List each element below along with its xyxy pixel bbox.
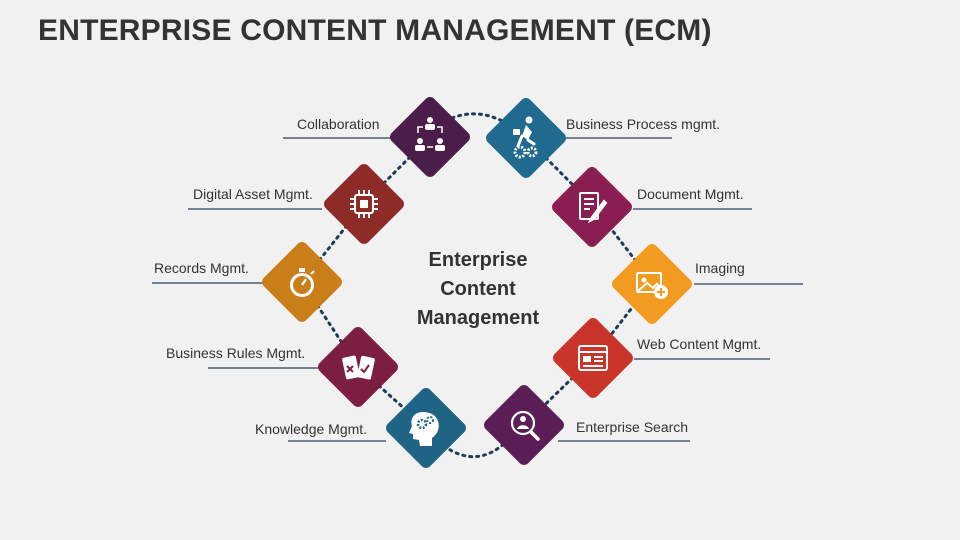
label-business-rules: Business Rules Mgmt. [166, 345, 306, 361]
document-node [552, 167, 632, 247]
label-web-content: Web Content Mgmt. [637, 336, 762, 352]
label-imaging: Imaging [695, 260, 745, 276]
person-gears-icon [513, 116, 538, 159]
chip-icon [350, 190, 378, 218]
stopwatch-icon [290, 268, 315, 297]
business-rules-node [318, 327, 398, 407]
label-business-process: Business Process mgmt. [566, 116, 721, 132]
center-line-1: Enterprise [428, 249, 528, 271]
center-line-3: Management [416, 307, 540, 329]
image-add-icon [636, 272, 668, 299]
business-process-node [486, 98, 566, 178]
web-content-node [553, 318, 633, 398]
imaging-node [612, 244, 692, 324]
knowledge-node [386, 388, 466, 468]
collaboration-node [390, 97, 470, 177]
label-underlines [152, 137, 803, 442]
label-document: Document Mgmt. [637, 186, 744, 202]
label-enterprise-search: Enterprise Search [576, 419, 689, 435]
people-exchange-icon [415, 117, 445, 151]
digital-asset-node [324, 164, 404, 244]
label-knowledge: Knowledge Mgmt. [255, 421, 368, 437]
records-node [262, 242, 342, 322]
label-records: Records Mgmt. [154, 260, 249, 276]
enterprise-search-node [484, 385, 564, 465]
head-gears-icon [409, 412, 439, 446]
document-pen-icon [579, 192, 608, 224]
center-line-2: Content [440, 278, 516, 300]
browser-window-icon [578, 345, 608, 371]
magnifier-person-icon [510, 410, 540, 441]
center-title: Enterprise Content Management [398, 246, 558, 333]
rules-cards-icon [342, 355, 375, 380]
label-digital-asset: Digital Asset Mgmt. [193, 186, 313, 202]
label-collaboration: Collaboration [297, 116, 380, 132]
page-title: ENTERPRISE CONTENT MANAGEMENT (ECM) [38, 14, 712, 47]
